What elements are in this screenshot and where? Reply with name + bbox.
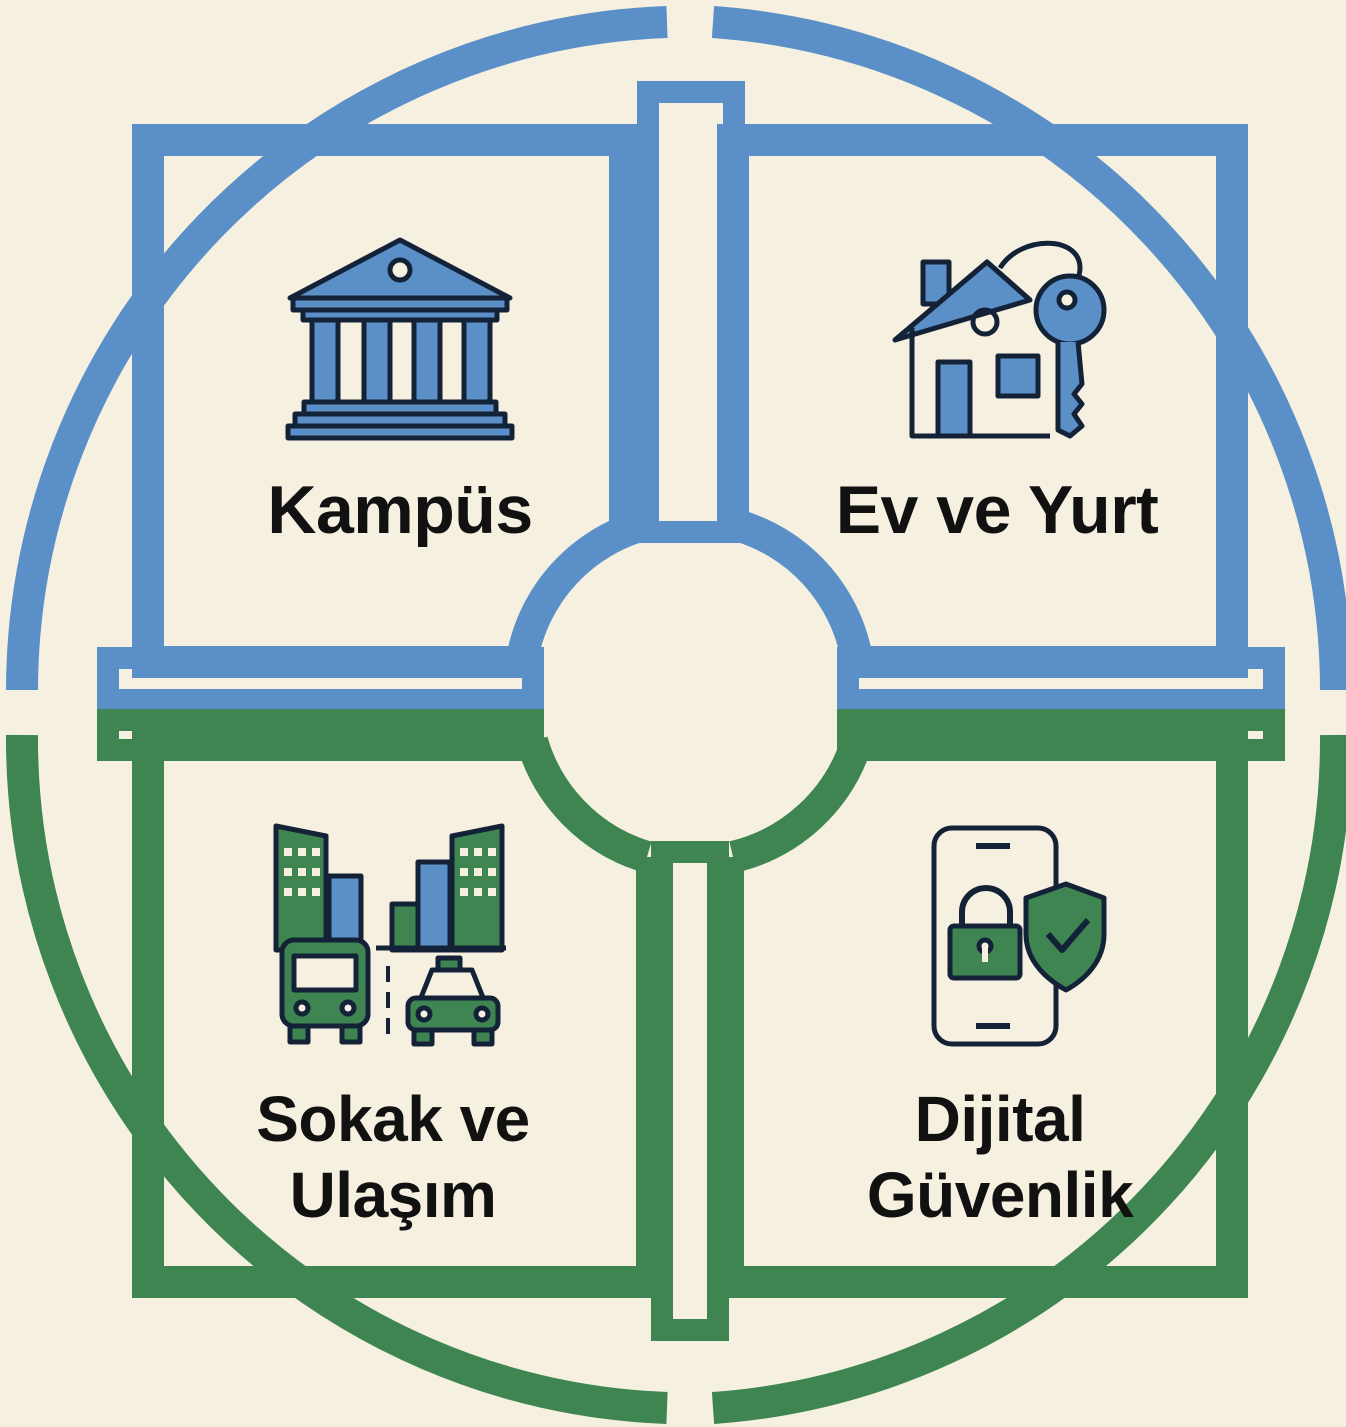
label-home-line-1: Ev ve Yurt — [835, 472, 1159, 548]
city-transport-icon — [273, 823, 506, 1047]
divider-vertical-top — [637, 81, 745, 543]
outer-ring — [5, 6, 1346, 1424]
center-arc-bottom-left — [516, 736, 652, 873]
label-digital-line-1: Dijital — [914, 1083, 1086, 1155]
house-key-icon — [892, 240, 1107, 439]
label-street-line-1: Sokak ve — [256, 1083, 530, 1155]
divider-horizontal-bottom — [97, 709, 1285, 761]
divider-vertical-bottom — [651, 841, 729, 1341]
outer-arc-top-left — [6, 6, 668, 691]
label-digital-security: Dijital Güvenlik — [790, 1082, 1210, 1233]
outer-arc-bottom-right — [711, 734, 1346, 1424]
label-digital-line-2: Güvenlik — [866, 1158, 1134, 1231]
center-arc-top-right — [728, 508, 873, 663]
label-home-dorm: Ev ve Yurt — [787, 470, 1207, 550]
label-street-line-2: Ulaşım — [289, 1158, 497, 1231]
university-building-icon — [285, 237, 515, 441]
label-campus-line-1: Kampüs — [267, 472, 533, 548]
divider-horizontal-top — [97, 647, 1285, 711]
outer-arc-bottom-left — [5, 734, 668, 1424]
outer-arc-top-right — [711, 6, 1346, 691]
center-arc-bottom-right — [729, 736, 873, 873]
center-ring — [506, 508, 873, 873]
phone-security-icon — [931, 825, 1107, 1047]
center-arc-top-left — [506, 508, 652, 663]
label-street-transport: Sokak ve Ulaşım — [183, 1082, 603, 1233]
label-campus: Kampüs — [190, 470, 610, 550]
